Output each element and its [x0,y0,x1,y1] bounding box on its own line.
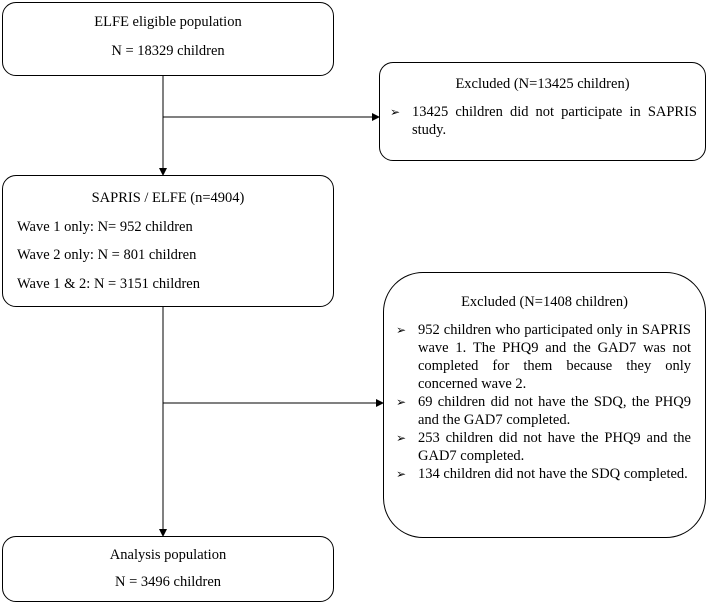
wave2-count: Wave 2 only: N = 801 children [17,247,197,263]
analysis-count: N = 3496 children [114,574,222,590]
list-item: ➢ 13425 children did not participate in … [390,104,697,138]
excluded-box-2: Excluded (N=1408 children) ➢ 952 childre… [383,272,706,538]
excluded-2-list: ➢ 952 children who participated only in … [396,321,691,483]
wave1-count: Wave 1 only: N= 952 children [17,219,193,235]
analysis-population-box: Analysis population N = 3496 children [2,536,334,602]
excluded-box-1: Excluded (N=13425 children) ➢ 13425 chil… [379,62,706,161]
sapris-title: SAPRIS / ELFE (n=4904) [91,190,245,206]
eligible-population-box: ELFE eligible population N = 18329 child… [2,2,334,76]
arrow-bullet-icon: ➢ [396,395,407,409]
wave12-count: Wave 1 & 2: N = 3151 children [17,276,200,292]
analysis-title: Analysis population [109,547,227,563]
arrow-bullet-icon: ➢ [396,467,407,481]
arrow-bullet-icon: ➢ [390,105,401,119]
eligible-title: ELFE eligible population [94,14,242,30]
list-item: ➢ 952 children who participated only in … [396,322,691,392]
arrow-bullet-icon: ➢ [396,431,407,445]
excluded-1-list: ➢ 13425 children did not participate in … [390,103,697,139]
excluded-1-title: Excluded (N=13425 children) [455,76,630,92]
arrow-bullet-icon: ➢ [396,323,407,337]
eligible-count: N = 18329 children [111,43,225,59]
list-item: ➢ 134 children did not have the SDQ comp… [396,466,688,482]
list-item: ➢ 69 children did not have the SDQ, the … [396,394,691,428]
sapris-elfe-box: SAPRIS / ELFE (n=4904) Wave 1 only: N= 9… [2,175,334,307]
list-item: ➢ 253 children did not have the PHQ9 and… [396,430,691,464]
excluded-2-title: Excluded (N=1408 children) [461,294,628,310]
